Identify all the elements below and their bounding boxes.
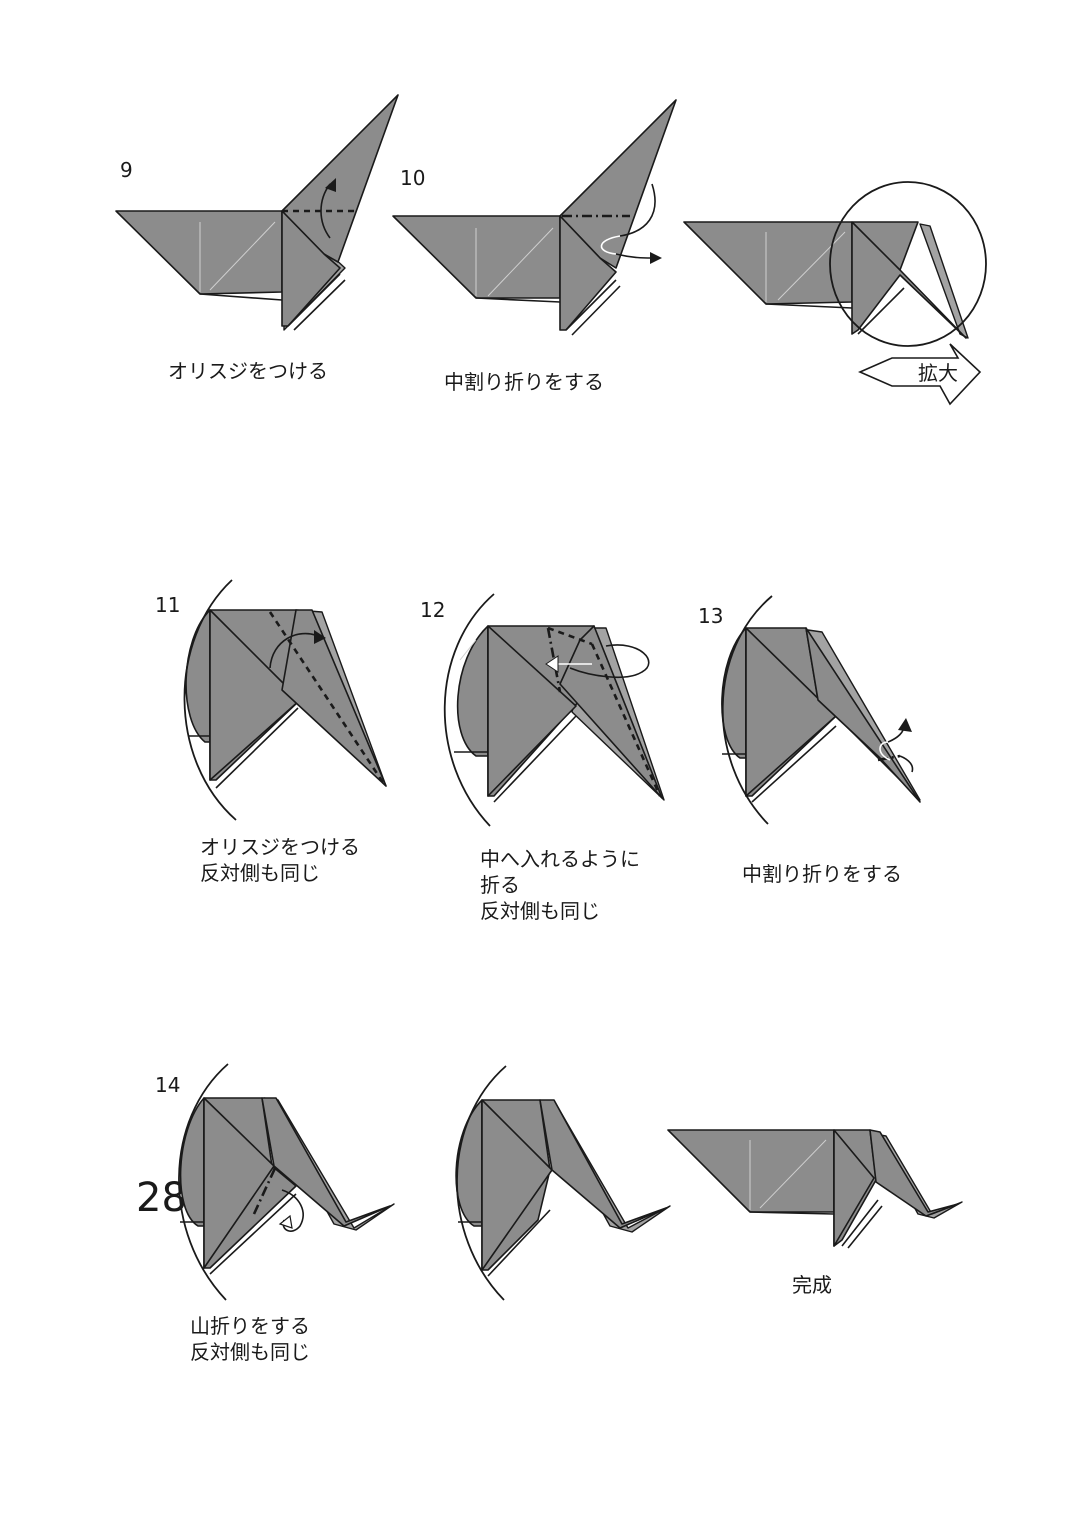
zoom-circle [829, 181, 987, 347]
figure-step-13 [721, 595, 921, 825]
step-number-9: 9 [120, 158, 133, 182]
enlarge-badge-label: 拡大 [918, 361, 958, 385]
caption-step-14: 山折りをする 反対側も同じ [190, 1314, 310, 1364]
figure-step-15 [455, 1065, 671, 1301]
caption-step-11: オリスジをつける 反対側も同じ [200, 835, 360, 885]
step-number-13: 13 [698, 604, 724, 628]
step-number-12: 12 [420, 598, 446, 622]
caption-step-13: 中割り折りをする [742, 862, 902, 886]
figure-complete [667, 1129, 963, 1249]
step-number-10: 10 [400, 166, 426, 190]
enlarge-arrow-badge [858, 343, 982, 406]
figure-step-10 [392, 99, 677, 336]
figure-step-14 [178, 1063, 395, 1301]
step-number-14: 14 [155, 1073, 181, 1097]
figure-step-11 [183, 579, 387, 821]
figure-step-12 [443, 593, 665, 827]
caption-step-12: 中へ入れるように 折る 反対側も同じ [480, 847, 640, 923]
figure-step-9 [115, 94, 399, 331]
caption-step-9: オリスジをつける [168, 359, 328, 383]
caption-step-10: 中割り折りをする [444, 370, 604, 394]
caption-complete: 完成 [792, 1273, 832, 1297]
figure-step-10b [683, 181, 987, 406]
step-number-11: 11 [155, 593, 181, 617]
